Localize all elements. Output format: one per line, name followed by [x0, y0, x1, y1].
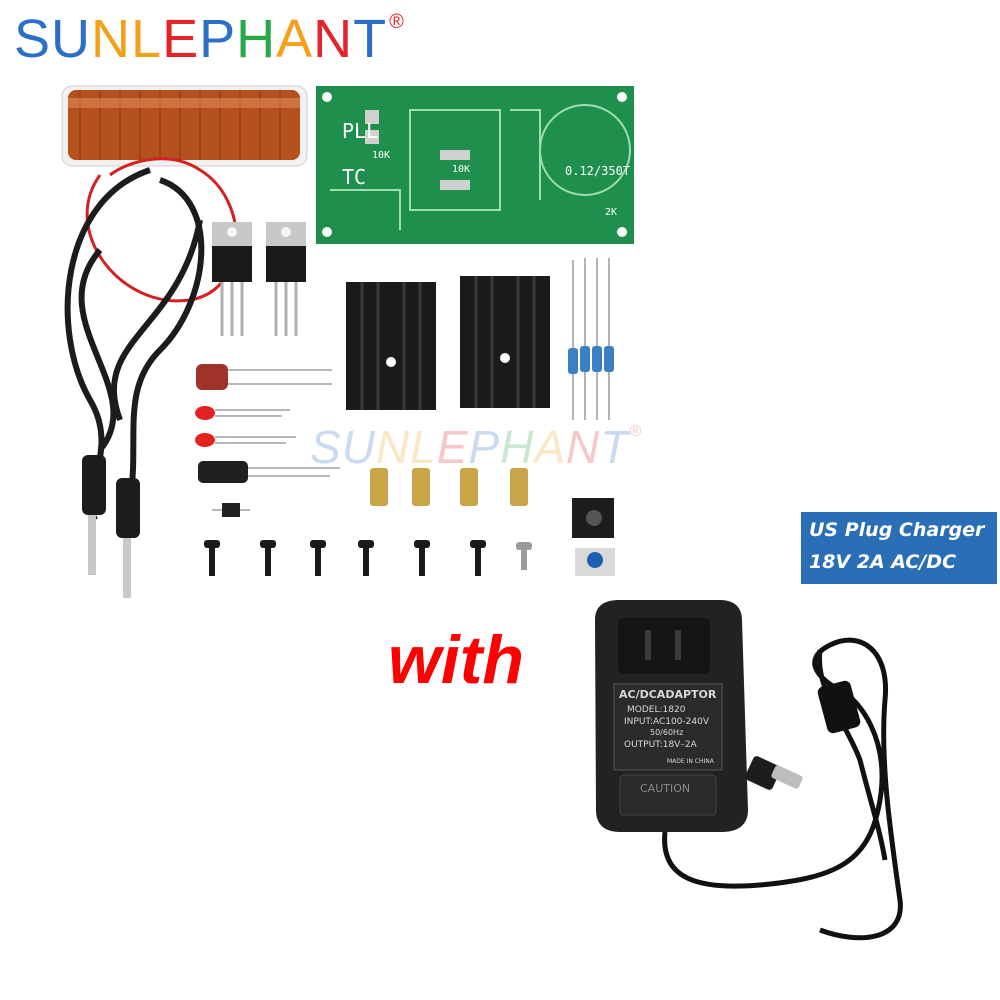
with-label: with	[388, 622, 524, 698]
led-red-2	[195, 433, 296, 447]
watermark-letter: N	[375, 421, 411, 473]
audio-plug-left	[82, 455, 106, 575]
watermark-letter: L	[410, 421, 437, 473]
brand-logo: SUNLEPHANT®	[14, 12, 405, 66]
adapter-frequency: 50/60Hz	[650, 728, 683, 737]
screws	[204, 540, 532, 576]
transistor-left	[212, 222, 252, 336]
adapter-caution: CAUTION	[640, 782, 690, 795]
watermark-letter: N	[566, 421, 601, 473]
brand-letter: L	[131, 9, 163, 69]
brand-letter: U	[51, 9, 92, 69]
watermark: SUNLEPHANT®	[310, 421, 643, 473]
brand-letter: S	[14, 9, 52, 69]
watermark-letter: U	[341, 421, 376, 473]
pcb-label-pll: PLL	[342, 119, 378, 143]
pcb-label-tc: TC	[342, 165, 366, 189]
adapter-output: OUTPUT:18V–2A	[624, 740, 698, 750]
charger-badge: US Plug Charger 18V 2A AC/DC	[801, 512, 997, 584]
registered-mark: ®	[389, 11, 405, 33]
tesla-coil	[61, 85, 308, 167]
diode	[212, 503, 250, 517]
watermark-letter: H	[500, 421, 535, 473]
resistors	[568, 258, 614, 420]
brand-letter: P	[199, 9, 237, 69]
watermark-letter: T	[600, 421, 630, 473]
watermark-letter: A	[534, 421, 567, 473]
adapter-model: MODEL:1820	[627, 705, 686, 715]
brass-standoffs	[370, 468, 528, 506]
dc-jack	[572, 498, 614, 538]
heatsink-right	[460, 276, 550, 408]
watermark-registered-mark: ®	[629, 423, 643, 440]
adapter-input: INPUT:AC100-240V	[624, 717, 710, 727]
watermark-letter: P	[468, 421, 501, 473]
led-red-1	[195, 406, 290, 420]
adapter-made-in: MADE IN CHINA	[667, 758, 715, 765]
pcb-label-coil: 0.12/350T	[565, 164, 630, 178]
brand-letter: H	[236, 9, 277, 69]
brand-letter: T	[353, 9, 388, 69]
badge-line-2: 18V 2A AC/DC	[809, 551, 957, 573]
brand-letter: N	[313, 9, 354, 69]
pcb-label-10k-a: 10K	[372, 150, 390, 161]
ceramic-capacitor	[196, 364, 332, 390]
pcb-label-2k: 2K	[605, 207, 617, 218]
watermark-letter: E	[436, 421, 469, 473]
adapter-cable	[662, 637, 903, 941]
audio-plug-right	[116, 478, 140, 598]
watermark-letter: S	[310, 421, 342, 473]
brand-letter: A	[276, 9, 314, 69]
brand-letter: N	[91, 9, 132, 69]
pcb-board: PLL TC 10K 10K 0.12/350T 2K	[316, 86, 634, 244]
power-adapter: AC/DCADAPTOR MODEL:1820 INPUT:AC100-240V…	[595, 600, 803, 832]
electrolytic-capacitor	[198, 461, 340, 483]
brand-letter: E	[162, 9, 200, 69]
transistor-right	[266, 222, 306, 336]
heatsink-left	[346, 282, 436, 410]
pcb-label-10k-b: 10K	[452, 164, 470, 175]
adapter-title: AC/DCADAPTOR	[619, 688, 717, 701]
potentiometer	[575, 548, 615, 576]
badge-line-1: US Plug Charger	[809, 519, 985, 541]
ferrite-bead	[817, 680, 861, 734]
